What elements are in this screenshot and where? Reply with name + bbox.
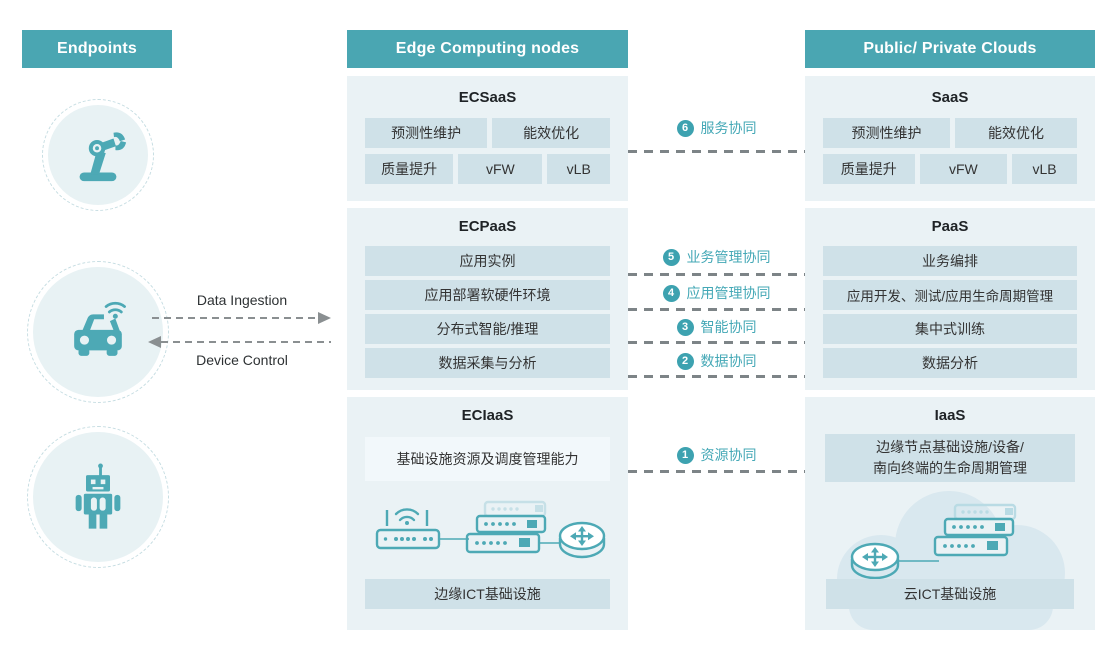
iaas-capability-line1: 边缘节点基础设施/设备/ xyxy=(876,439,1024,455)
collab-app-mgmt-line xyxy=(628,308,805,311)
ecpaas-section: ECPaaS 应用实例 应用部署软硬件环境 分布式智能/推理 数据采集与分析 xyxy=(347,208,628,390)
paas-row: 业务编排 xyxy=(823,246,1077,276)
paas-row: 应用开发、测试/应用生命周期管理 xyxy=(823,280,1077,310)
collab-service-line xyxy=(628,150,805,153)
eciaas-capability-row: 基础设施资源及调度管理能力 xyxy=(365,437,610,481)
ecsaas-section: ECSaaS 预测性维护 能效优化 质量提升 vFW vLB xyxy=(347,76,628,201)
iaas-section: IaaS 边缘节点基础设施/设备/ 南向终端的生命周期管理 xyxy=(805,397,1095,630)
endpoint-connected-car xyxy=(27,261,169,403)
ecpaas-row: 应用实例 xyxy=(365,246,610,276)
collab-label: 智能协同 xyxy=(700,319,757,335)
collab-label: 数据协同 xyxy=(700,353,757,369)
saas-section: SaaS 预测性维护 能效优化 质量提升 vFW vLB xyxy=(805,76,1095,201)
device-control-line xyxy=(161,341,331,343)
collab-number-badge: 5 xyxy=(662,248,680,266)
collab-label: 服务协同 xyxy=(700,120,757,136)
collab-number-badge: 1 xyxy=(676,446,694,464)
robot-arm-icon xyxy=(79,132,127,182)
ecpaas-title: ECPaaS xyxy=(458,218,517,235)
data-ingestion-arrowhead xyxy=(318,312,331,324)
ecsaas-chip: 预测性维护 xyxy=(365,118,488,148)
ecsaas-chip: 质量提升 xyxy=(365,154,454,184)
paas-title: PaaS xyxy=(931,218,969,235)
device-control-label: Device Control xyxy=(196,352,288,368)
collab-intelligence-line xyxy=(628,341,805,344)
ecsaas-chip: vLB xyxy=(547,154,610,184)
ecsaas-chip: 能效优化 xyxy=(492,118,610,148)
eciaas-title: ECIaaS xyxy=(461,407,514,424)
iaas-title: IaaS xyxy=(934,407,966,424)
data-ingestion-line xyxy=(152,317,318,319)
saas-chip: vFW xyxy=(919,154,1008,184)
connected-car-icon xyxy=(74,301,126,356)
collab-business-mgmt-line xyxy=(628,273,805,276)
collab-number-badge: 4 xyxy=(662,284,680,302)
public-private-clouds-header: Public/ Private Clouds xyxy=(805,30,1095,68)
cloud-ict-infra-label: 云ICT基础设施 xyxy=(826,579,1074,609)
collab-app-mgmt: 4 应用管理协同 xyxy=(628,283,805,303)
collab-data-line xyxy=(628,375,805,378)
collab-resource-line xyxy=(628,470,805,473)
edge-ict-infra-label: 边缘ICT基础设施 xyxy=(365,579,610,609)
collab-number-badge: 2 xyxy=(676,352,694,370)
saas-title: SaaS xyxy=(931,89,969,106)
saas-chip: 质量提升 xyxy=(823,154,915,184)
iaas-capability-line2: 南向终端的生命周期管理 xyxy=(873,460,1027,476)
endpoint-robot xyxy=(27,426,169,568)
ecsaas-title: ECSaaS xyxy=(458,89,517,106)
paas-row: 数据分析 xyxy=(823,348,1077,378)
collab-label: 业务管理协同 xyxy=(686,249,771,265)
data-ingestion-label: Data Ingestion xyxy=(196,292,288,308)
collab-label: 资源协同 xyxy=(700,447,757,463)
ecpaas-row: 分布式智能/推理 xyxy=(365,314,610,344)
paas-row: 集中式训练 xyxy=(823,314,1077,344)
ecpaas-row: 应用部署软硬件环境 xyxy=(365,280,610,310)
saas-chip: vLB xyxy=(1012,154,1077,184)
collab-resource: 1 资源协同 xyxy=(628,445,805,465)
endpoint-robot-arm xyxy=(42,99,154,211)
collab-label: 应用管理协同 xyxy=(686,285,771,301)
edge-computing-nodes-header: Edge Computing nodes xyxy=(347,30,628,68)
robot-icon xyxy=(75,463,121,529)
device-control-arrowhead xyxy=(148,336,161,348)
collab-business-mgmt: 5 业务管理协同 xyxy=(628,247,805,267)
ecpaas-row: 数据采集与分析 xyxy=(365,348,610,378)
eciaas-section: ECIaaS 基础设施资源及调度管理能力 xyxy=(347,397,628,630)
saas-chip: 能效优化 xyxy=(954,118,1077,148)
collab-number-badge: 6 xyxy=(676,119,694,137)
paas-section: PaaS 业务编排 应用开发、测试/应用生命周期管理 集中式训练 数据分析 xyxy=(805,208,1095,390)
collab-intelligence: 3 智能协同 xyxy=(628,317,805,337)
saas-chip: 预测性维护 xyxy=(823,118,950,148)
endpoints-header: Endpoints xyxy=(22,30,172,68)
collab-number-badge: 3 xyxy=(676,318,694,336)
ecsaas-chip: vFW xyxy=(458,154,543,184)
iaas-capability-row: 边缘节点基础设施/设备/ 南向终端的生命周期管理 xyxy=(825,434,1075,482)
edge-ict-infrastructure-icons xyxy=(375,500,606,559)
collab-data: 2 数据协同 xyxy=(628,351,805,371)
collab-service: 6 服务协同 xyxy=(628,118,805,138)
